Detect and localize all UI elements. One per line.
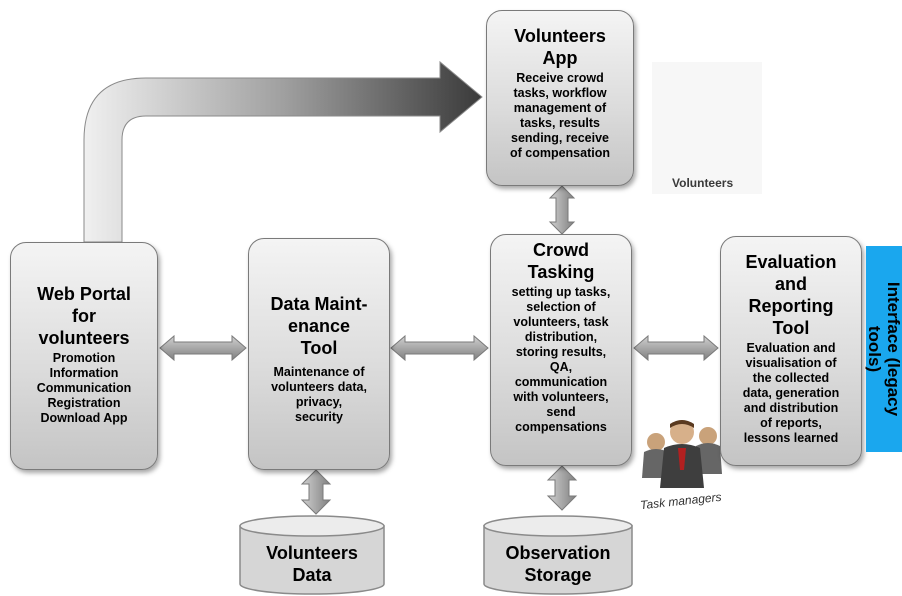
datamaint-volunteersdata-arrow — [300, 469, 332, 515]
volunteers-app-title: Volunteers App — [514, 26, 606, 68]
crowd-tasking-title: Crowd Tasking — [527, 240, 595, 282]
volunteers-panel — [652, 62, 762, 194]
web-portal-title: Web Portal for volunteers — [37, 284, 131, 348]
data-maintenance-desc: Maintenance of volunteers data, privacy,… — [271, 365, 367, 424]
crowd-tasking-box: Crowd Tasking setting up tasks, selectio… — [490, 234, 632, 466]
evaluation-box: Evaluation and Reporting Tool Evaluation… — [720, 236, 862, 466]
datamaint-crowd-arrow — [390, 334, 489, 362]
observation-storage-label: Observation Storage — [505, 543, 611, 585]
data-maintenance-title: Data Maint- enance Tool — [270, 294, 368, 358]
observation-storage-cylinder — [483, 515, 633, 595]
crowd-tasking-desc: setting up tasks, selection of volunteer… — [511, 285, 611, 434]
crowd-observation-arrow — [546, 465, 578, 511]
crowd-evaluation-arrow — [633, 334, 719, 362]
interface-label: Interface (legacy tools) — [865, 281, 902, 417]
evaluation-title: Evaluation and Reporting Tool — [745, 252, 837, 338]
volunteers-app-desc: Receive crowd tasks, workflow management… — [509, 71, 610, 160]
app-crowd-arrow — [548, 185, 576, 235]
interface-legacy-bar: Interface (legacy tools) — [865, 246, 902, 452]
portal-to-app-arrow — [83, 60, 483, 243]
volunteers-caption: Volunteers — [672, 176, 734, 190]
web-portal-box: Web Portal for volunteers Promotion Info… — [10, 242, 158, 470]
volunteers-data-cylinder — [239, 515, 385, 595]
web-portal-desc: Promotion Information Communication Regi… — [36, 351, 132, 425]
volunteers-data-label: Volunteers Data — [266, 543, 358, 585]
portal-datamaint-arrow — [159, 334, 247, 362]
task-managers-icon — [642, 420, 722, 488]
evaluation-desc: Evaluation and visualisation of the coll… — [742, 341, 840, 445]
data-maintenance-box: Data Maint- enance Tool Maintenance of v… — [248, 238, 390, 470]
volunteers-app-box: Volunteers App Receive crowd tasks, work… — [486, 10, 634, 186]
